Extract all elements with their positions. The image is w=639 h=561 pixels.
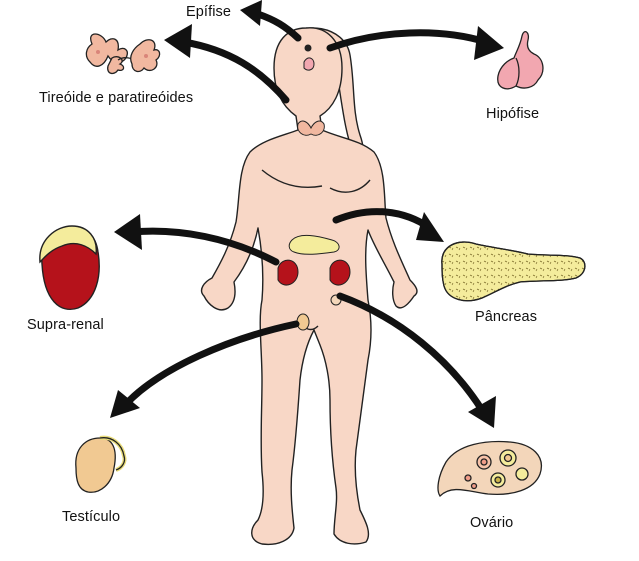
pancreas-mini	[288, 234, 340, 255]
arrowhead-tireoide	[164, 24, 192, 58]
arrow-hipofise	[326, 29, 490, 52]
arrowheads	[110, 0, 504, 428]
arrow-ovario	[336, 292, 486, 414]
arrow-epifise	[254, 10, 302, 42]
pituitary-mini	[303, 57, 315, 71]
arrow-supra-renal	[128, 227, 280, 266]
human-body	[200, 27, 418, 546]
label-pancreas: Pâncreas	[475, 309, 538, 325]
hair	[285, 27, 364, 155]
arrow-testiculo	[122, 320, 300, 408]
chest-line	[261, 169, 323, 189]
chest-line-right	[329, 179, 371, 193]
arrowhead-testiculo	[110, 390, 140, 418]
arrow-tireoide	[180, 38, 290, 104]
pancreas-icon	[441, 241, 586, 302]
thyroid-mini	[297, 120, 325, 136]
ovary-icon	[437, 440, 542, 498]
arrowhead-epifise	[240, 0, 262, 26]
arrowhead-pancreas	[416, 212, 444, 242]
adrenal-left-mini	[277, 259, 299, 286]
body-outline	[200, 27, 418, 546]
testis-icon	[75, 435, 127, 493]
adrenal-right-mini	[329, 259, 351, 286]
arrows	[122, 10, 490, 414]
arrowhead-ovario	[468, 396, 496, 428]
label-testiculo: Testículo	[62, 509, 121, 525]
label-tireoide: Tireóide e paratireóides	[39, 90, 194, 106]
label-supra-renal: Supra-renal	[27, 317, 104, 333]
epifise-dot	[304, 44, 312, 52]
label-ovario: Ovário	[470, 515, 514, 531]
pituitary-icon	[497, 30, 544, 90]
arrowhead-hipofise	[474, 26, 504, 60]
label-epifise: Epífise	[186, 4, 232, 20]
adrenal-icon	[39, 225, 100, 310]
arrowhead-supra-renal	[114, 214, 142, 250]
label-hipofise: Hipófise	[486, 106, 540, 122]
thyroid-icon	[85, 33, 161, 75]
